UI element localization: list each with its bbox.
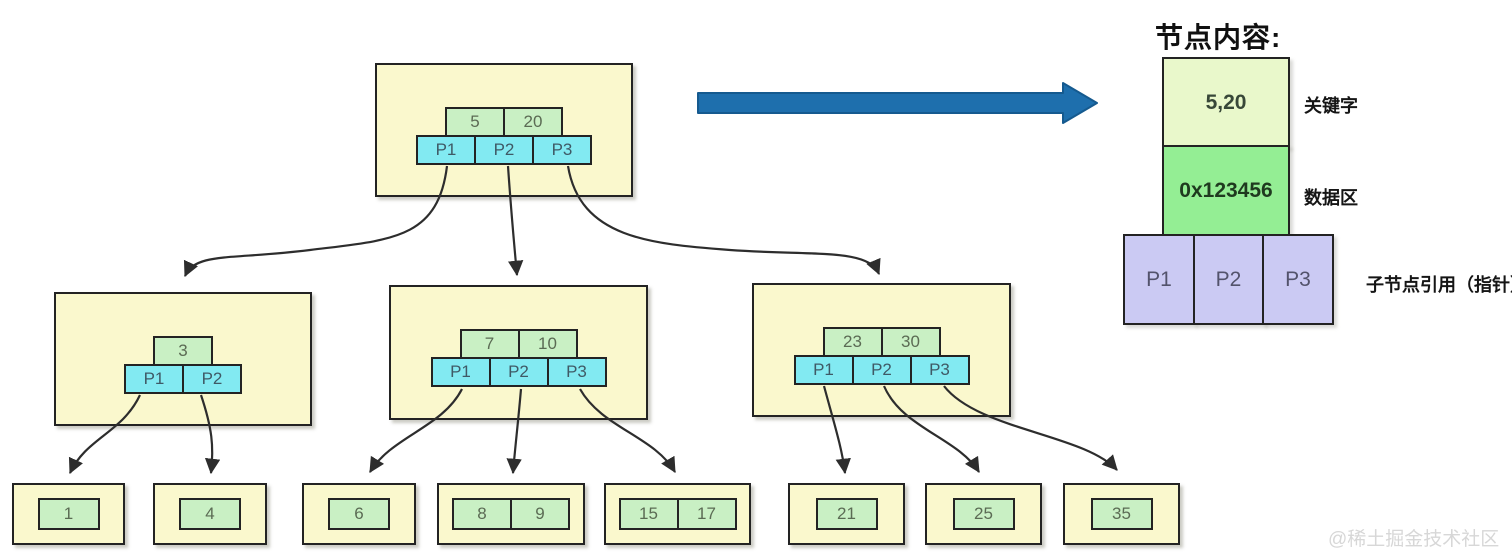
internal-right-keys-row: 23 30 (822, 327, 941, 357)
pointer-cell: P1 (793, 355, 854, 385)
internal-node-middle: 7 10 P1 P2 P3 (389, 285, 648, 420)
pointer-cell: P3 (532, 135, 592, 165)
pointer-cell: P3 (909, 355, 970, 385)
pointer-cell: P3 (546, 357, 607, 387)
pointer-cell: P2 (474, 135, 534, 165)
legend-title: 节点内容: (1155, 22, 1282, 53)
big-right-arrow-icon (697, 82, 1098, 124)
key-cell: 21 (815, 498, 878, 530)
key-cell: 6 (328, 498, 390, 530)
key-cell: 25 (952, 498, 1015, 530)
internal-node-right: 23 30 P1 P2 P3 (752, 283, 1011, 417)
pointer-cell: P2 (488, 357, 549, 387)
key-cell: 15 (618, 498, 679, 530)
leaf-node-4: 4 (153, 483, 267, 545)
internal-left-keys-row: 3 (153, 336, 213, 366)
key-cell: 17 (676, 498, 737, 530)
internal-middle-keys-row: 7 10 (459, 329, 578, 359)
legend-keyword-label: 关键字 (1304, 96, 1358, 116)
key-cell: 4 (179, 498, 241, 530)
legend-pointer-cell: P1 (1123, 234, 1195, 325)
key-cell: 23 (822, 327, 883, 357)
leaf-node-8-9: 8 9 (437, 483, 585, 545)
key-cell: 3 (153, 336, 213, 366)
legend-data-box: 0x123456 (1162, 145, 1290, 237)
leaf-node-1: 1 (12, 483, 125, 545)
internal-middle-pointers-row: P1 P2 P3 (430, 357, 607, 387)
leaf-node-6: 6 (302, 483, 416, 545)
pointer-cell: P1 (416, 135, 476, 165)
leaf-node-15-17: 15 17 (604, 483, 751, 545)
key-cell: 35 (1090, 498, 1153, 530)
key-cell: 5 (445, 107, 505, 137)
legend-keyword-box: 5,20 (1162, 57, 1290, 148)
pointer-cell: P1 (124, 364, 184, 394)
key-cell: 30 (880, 327, 941, 357)
pointer-cell: P2 (182, 364, 242, 394)
key-cell: 10 (517, 329, 578, 359)
legend-data-label: 数据区 (1304, 188, 1358, 208)
root-keys-row: 5 20 (445, 107, 563, 137)
leaf-node-21: 21 (788, 483, 905, 545)
root-pointers-row: P1 P2 P3 (416, 135, 592, 165)
watermark: @稀土掘金技术社区 (1328, 529, 1500, 550)
leaf-node-35: 35 (1063, 483, 1180, 545)
key-cell: 1 (37, 498, 100, 530)
internal-right-pointers-row: P1 P2 P3 (793, 355, 970, 385)
legend-pointer-label: 子节点引用（指针） (1366, 275, 1512, 295)
legend-pointer-cell: P2 (1192, 234, 1265, 325)
key-cell: 7 (459, 329, 520, 359)
pointer-cell: P2 (851, 355, 912, 385)
root-node: 5 20 P1 P2 P3 (375, 63, 633, 197)
pointer-cell: P1 (430, 357, 491, 387)
legend-pointer-cell: P3 (1262, 234, 1334, 325)
key-cell: 8 (452, 498, 512, 530)
key-cell: 20 (503, 107, 563, 137)
internal-left-pointers-row: P1 P2 (124, 364, 242, 394)
key-cell: 9 (510, 498, 570, 530)
legend-pointer-row: P1 P2 P3 (1123, 234, 1334, 325)
internal-node-left: 3 P1 P2 (54, 292, 312, 426)
leaf-node-25: 25 (925, 483, 1042, 545)
